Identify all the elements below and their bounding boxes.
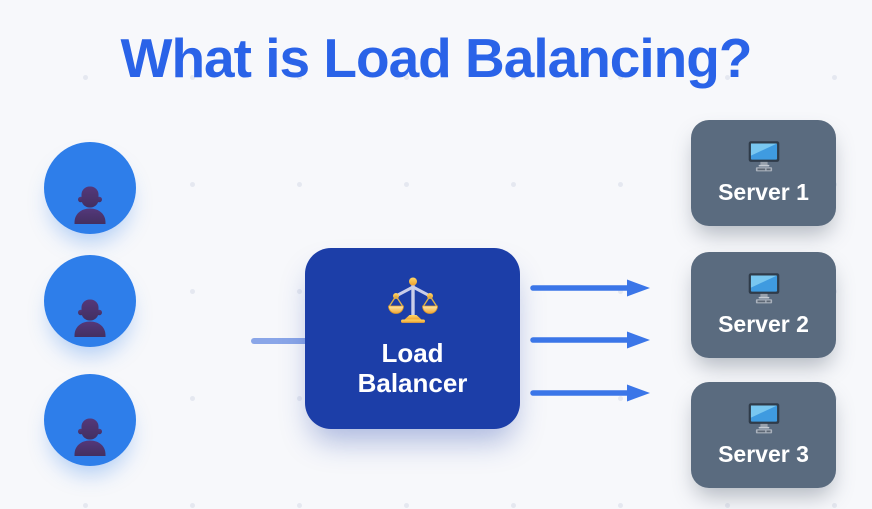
clients-to-balancer-line [251,338,309,344]
desktop-computer-icon [748,273,779,304]
server-node: Server 2 [691,252,836,358]
server-node: Server 3 [691,382,836,488]
desktop-computer-icon [748,403,779,434]
desktop-computer-icon [748,141,779,172]
person-silhouette-icon [74,186,106,224]
flow-arrow-icon [530,384,650,402]
user-icon [44,255,136,347]
server-node: Server 1 [691,120,836,226]
flow-arrow-icon [530,331,650,349]
page-title: What is Load Balancing? [120,27,753,89]
flow-arrow-icon [530,279,650,297]
server-label: Server 1 [718,179,809,205]
load-balancer-node: Load Balancer [305,248,520,429]
person-silhouette-icon [74,299,106,337]
person-silhouette-icon [74,418,106,456]
server-label: Server 3 [718,441,809,467]
load-balancer-label: Load Balancer [357,338,468,398]
user-icon [44,374,136,466]
user-icon [44,142,136,234]
balance-scale-icon [387,277,438,323]
server-label: Server 2 [718,311,809,337]
